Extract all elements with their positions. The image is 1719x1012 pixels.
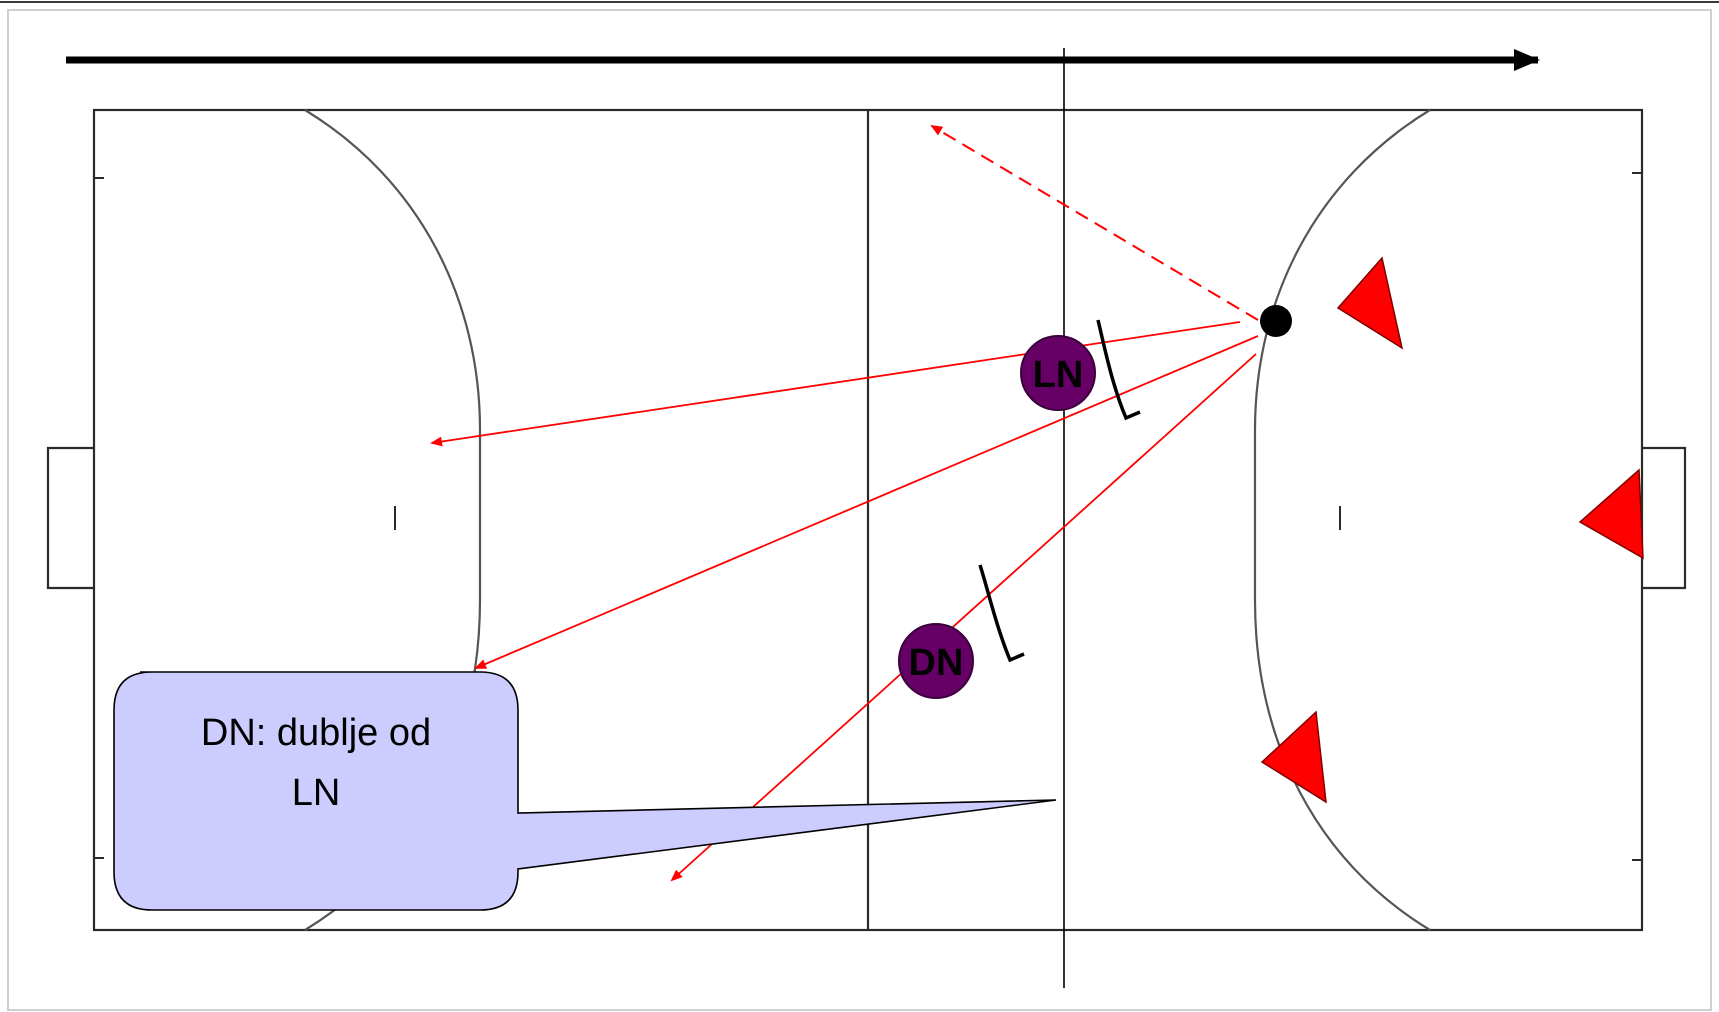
opponent-triangle-icon [1260, 710, 1327, 804]
right-goal [1642, 446, 1687, 590]
pass-lines [430, 124, 1259, 882]
opponent-triangle-icon [1336, 256, 1404, 350]
ball-icon [1260, 305, 1292, 337]
right-goal-area [1253, 109, 1431, 931]
left-goal [46, 446, 94, 590]
pass-line-1 [430, 321, 1241, 447]
player-ln-label: LN [1033, 354, 1084, 396]
pass-line-2 [474, 335, 1259, 669]
defense-stick-icon [978, 564, 1025, 663]
callout-line-2: LN [292, 772, 341, 814]
callout: DN: dublje od LN [113, 671, 1057, 911]
player-ln-marker [1020, 335, 1096, 411]
defense-stick-icon [1096, 319, 1141, 421]
opponent-triangle-icon [1578, 468, 1644, 560]
pass-line-3 [670, 353, 1257, 882]
callout-line-1: DN: dublje od [201, 712, 431, 754]
player-dn-marker [898, 623, 974, 699]
player-ln: LN [1020, 335, 1096, 411]
callout-bubble [113, 671, 1057, 911]
player-dn-label: DN [909, 642, 964, 684]
player-dn: DN [898, 623, 974, 699]
pass-dashed [930, 124, 1259, 321]
